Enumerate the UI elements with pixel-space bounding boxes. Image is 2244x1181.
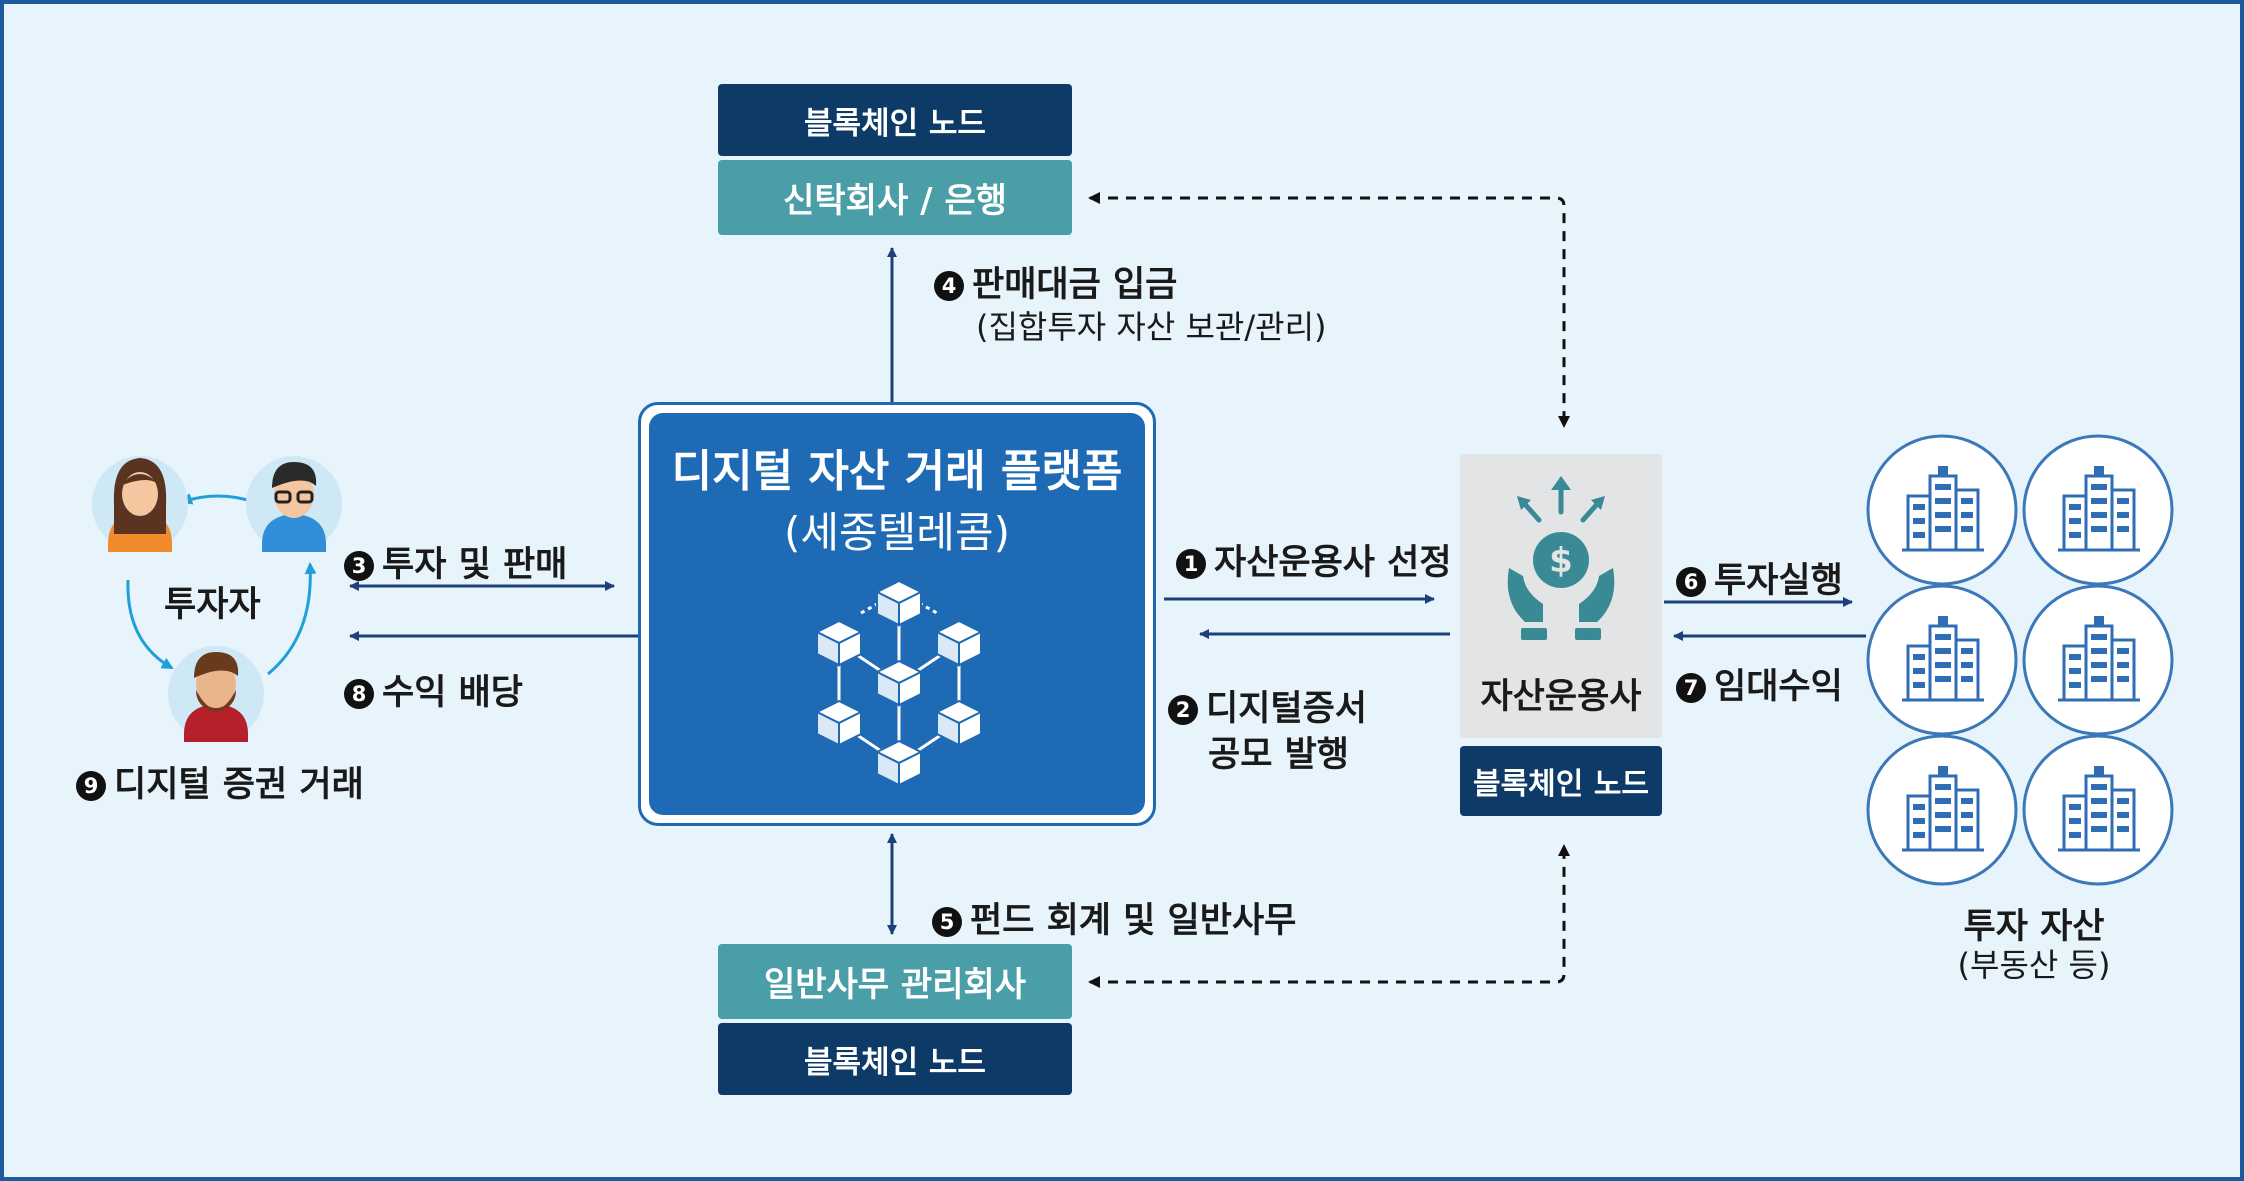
admin-blockchain-node: 블록체인 노드 [718,1023,1072,1095]
investment-assets-sublabel: (부동산 등) [1957,946,2111,984]
step-4-sublabel: (집합투자 자산 보관/관리) [976,308,1327,346]
money-hands-icon: $ [1507,476,1615,640]
cycle-arrow-top [180,493,255,505]
building-icon [2022,734,2174,886]
cube-icon [874,579,924,627]
blockchain-cube-icon [814,579,984,787]
manager-blockchain-node: 블록체인 노드 [1460,746,1662,816]
dashed-admin-manager [1088,844,1570,988]
svg-text:$: $ [1549,541,1573,581]
investor-man-glasses-icon [246,456,342,552]
building-icon [1866,434,2018,586]
cube-icon [934,619,984,667]
investors-label: 투자자 [164,585,261,625]
trust-company-box: 신탁회사 / 은행 [718,160,1072,235]
connector-layer [92,192,2174,988]
building-icon [1866,734,2018,886]
asset-manager-label: 자산운용사 [1480,677,1642,717]
step-2-label-line2: 공모 발행 [1208,735,1349,775]
platform-subtitle: (세종텔레콤) [784,508,1010,557]
dashed-trust-manager [1088,192,1570,428]
admin-company-box: 일반사무 관리회사 [718,944,1072,1019]
cube-icon [874,659,924,707]
platform-title: 디지털 자산 거래 플랫폼 [671,446,1123,497]
cycle-arrow-left [126,579,174,670]
building-icon [1866,584,2018,736]
cube-icon [814,699,864,747]
trust-blockchain-node: 블록체인 노드 [718,84,1072,156]
cube-icon [814,619,864,667]
building-icon [2022,584,2174,736]
platform-box: 디지털 자산 거래 플랫폼 (세종텔레콤) [638,402,1156,826]
investor-man-beard-icon [168,646,264,742]
investment-assets-label: 투자 자산 [1963,907,2105,947]
asset-manager-box: $ 자산운용사 [1460,454,1662,738]
cube-icon [934,699,984,747]
building-icon [2022,434,2174,586]
cycle-arrow-right [267,562,317,676]
investment-assets-grid [1866,434,2174,886]
cube-icon [874,739,924,787]
investor-woman-icon [92,456,188,552]
